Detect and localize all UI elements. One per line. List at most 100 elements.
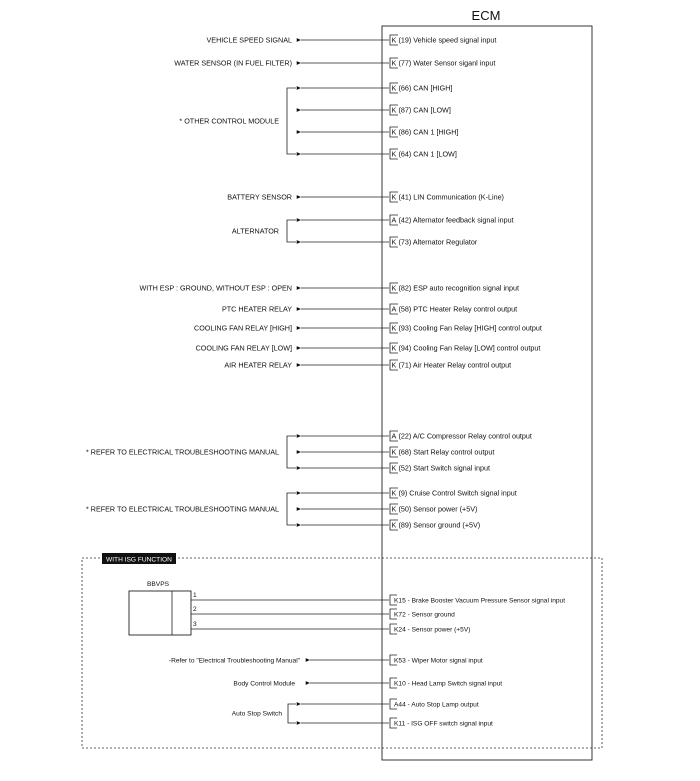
device-label: BATTERY SENSOR bbox=[227, 193, 292, 202]
connector-bracket bbox=[389, 608, 397, 620]
signal-row: K(89) Sensor ground (+5V) bbox=[296, 519, 480, 531]
connector-bracket bbox=[389, 446, 398, 458]
connector-bracket bbox=[389, 462, 398, 474]
signal-label: (42) Alternator feedback signal input bbox=[399, 216, 514, 225]
signal-row: K(50) Sensor power (+5V) bbox=[296, 503, 477, 515]
connector-pin: K bbox=[392, 344, 397, 353]
connector-bracket bbox=[389, 342, 398, 354]
isg-signal-label: K11 - ISG OFF switch signal input bbox=[394, 720, 493, 727]
isg-signal-label: K10 - Head Lamp Switch signal input bbox=[394, 680, 502, 687]
connector-bracket bbox=[389, 148, 398, 160]
isg-signal-row: A44 - Auto Stop Lamp output bbox=[296, 698, 479, 710]
connector-pin: A bbox=[392, 216, 397, 225]
connector-pin: K bbox=[392, 521, 397, 530]
device-group-bracket bbox=[286, 492, 296, 526]
isg-device-label: Auto Stop Switch bbox=[232, 710, 283, 717]
connector-pin: K bbox=[392, 361, 397, 370]
isg-signal-row: K10 - Head Lamp Switch signal input bbox=[305, 677, 502, 689]
bbvps-label: BBVPS bbox=[147, 581, 170, 588]
device-group-bracket bbox=[286, 435, 296, 469]
signal-row: A(42) Alternator feedback signal input bbox=[296, 214, 514, 226]
device-label: * REFER TO ELECTRICAL TROUBLESHOOTING MA… bbox=[86, 505, 279, 514]
signal-label: (9) Cruise Control Switch signal input bbox=[399, 489, 517, 498]
connector-bracket bbox=[389, 126, 398, 138]
isg-device-label: -Refer to "Electrical Troubleshooting Ma… bbox=[169, 657, 301, 664]
signal-row: K(87) CAN [LOW] bbox=[296, 104, 451, 116]
connector-pin: A bbox=[392, 432, 397, 441]
isg-signal-label: K24 - Sensor power (+5V) bbox=[394, 626, 470, 633]
connector-bracket bbox=[389, 34, 398, 46]
signal-label: (41) LIN Communication (K-Line) bbox=[399, 193, 504, 202]
bbvps-pin-number: 2 bbox=[193, 606, 197, 613]
connector-bracket bbox=[389, 594, 397, 606]
signal-label: (58) PTC Heater Relay control output bbox=[399, 305, 518, 314]
connector-bracket bbox=[389, 519, 398, 531]
device-label: * OTHER CONTROL MODULE bbox=[179, 117, 279, 126]
connector-pin: K bbox=[392, 448, 397, 457]
isg-signal-label: K15 - Brake Booster Vacuum Pressure Sens… bbox=[394, 597, 565, 604]
signal-label: (77) Water Sensor siganl input bbox=[399, 59, 496, 68]
connector-pin: K bbox=[392, 489, 397, 498]
signal-row: K(73) Alternator Regulator bbox=[296, 236, 478, 248]
connector-pin: K bbox=[392, 36, 397, 45]
device-label: WITH ESP : GROUND, WITHOUT ESP : OPEN bbox=[139, 284, 292, 293]
signal-row: K(41) LIN Communication (K-Line) bbox=[296, 191, 504, 203]
signal-row: K(52) Start Switch signal input bbox=[296, 462, 490, 474]
signal-label: (22) A/C Compressor Relay control output bbox=[399, 432, 532, 441]
connector-pin: K bbox=[392, 193, 397, 202]
connector-pin: K bbox=[392, 324, 397, 333]
connector-bracket bbox=[389, 57, 398, 69]
connector-bracket bbox=[389, 236, 398, 248]
connector-bracket bbox=[389, 430, 398, 442]
device-label: AIR HEATER RELAY bbox=[224, 361, 292, 370]
signal-label: (66) CAN [HIGH] bbox=[399, 84, 453, 93]
isg-signal-label: A44 - Auto Stop Lamp output bbox=[394, 701, 479, 708]
connector-pin: K bbox=[392, 106, 397, 115]
connector-bracket bbox=[389, 677, 397, 689]
connector-pin: K bbox=[392, 238, 397, 247]
signal-label: (94) Cooling Fan Relay [LOW] control out… bbox=[399, 344, 541, 353]
isg-device-label: Body Control Module bbox=[233, 680, 295, 687]
connector-pin: K bbox=[392, 84, 397, 93]
signal-label: (82) ESP auto recognition signal input bbox=[399, 284, 520, 293]
connector-pin: K bbox=[392, 505, 397, 514]
signal-row: A(22) A/C Compressor Relay control outpu… bbox=[296, 430, 532, 442]
signal-row: K(94) Cooling Fan Relay [LOW] control ou… bbox=[296, 342, 541, 354]
connector-pin: K bbox=[392, 150, 397, 159]
device-group-bracket bbox=[286, 87, 296, 155]
signal-label: (73) Alternator Regulator bbox=[399, 238, 478, 247]
isg-signal-row: K11 - ISG OFF switch signal input bbox=[296, 717, 493, 729]
signal-label: (71) Air Heater Relay control output bbox=[399, 361, 512, 370]
ecm-title: ECM bbox=[472, 8, 501, 23]
connector-bracket bbox=[389, 214, 398, 226]
isg-signal-row: K15 - Brake Booster Vacuum Pressure Sens… bbox=[191, 594, 565, 606]
connector-bracket bbox=[389, 104, 398, 116]
signal-row: K(66) CAN [HIGH] bbox=[296, 82, 453, 94]
signal-label: (86) CAN 1 [HIGH] bbox=[399, 128, 459, 137]
device-label: PTC HEATER RELAY bbox=[222, 305, 292, 314]
signal-row: K(64) CAN 1 [LOW] bbox=[296, 148, 457, 160]
device-label: ALTERNATOR bbox=[232, 227, 279, 236]
isg-signal-row: K24 - Sensor power (+5V) bbox=[191, 623, 470, 635]
connector-bracket bbox=[389, 191, 398, 203]
signal-row: K(77) Water Sensor siganl input bbox=[296, 57, 496, 69]
connector-pin: A bbox=[392, 305, 397, 314]
isg-signal-rows: K15 - Brake Booster Vacuum Pressure Sens… bbox=[169, 592, 565, 729]
ecm-box bbox=[381, 25, 593, 761]
device-brackets bbox=[286, 87, 296, 526]
isg-signal-row: K72 - Sensor ground bbox=[191, 608, 455, 620]
signal-row: K(19) Vehicle speed signal input bbox=[296, 34, 496, 46]
isg-signal-label: K53 - Wiper Motor signal input bbox=[394, 657, 483, 664]
device-group-bracket bbox=[287, 703, 296, 724]
isg-title: WITH ISG FUNCTION bbox=[106, 557, 172, 564]
device-label: VEHICLE SPEED SIGNAL bbox=[207, 36, 292, 45]
bbvps-pin-number: 3 bbox=[193, 621, 197, 628]
connector-bracket bbox=[389, 322, 398, 334]
device-label: COOLING FAN RELAY [HIGH] bbox=[194, 324, 292, 333]
signal-row: K(82) ESP auto recognition signal input bbox=[296, 282, 520, 294]
connector-bracket bbox=[389, 698, 397, 710]
signal-row: K(86) CAN 1 [HIGH] bbox=[296, 126, 459, 138]
signal-label: (87) CAN [LOW] bbox=[399, 106, 451, 115]
